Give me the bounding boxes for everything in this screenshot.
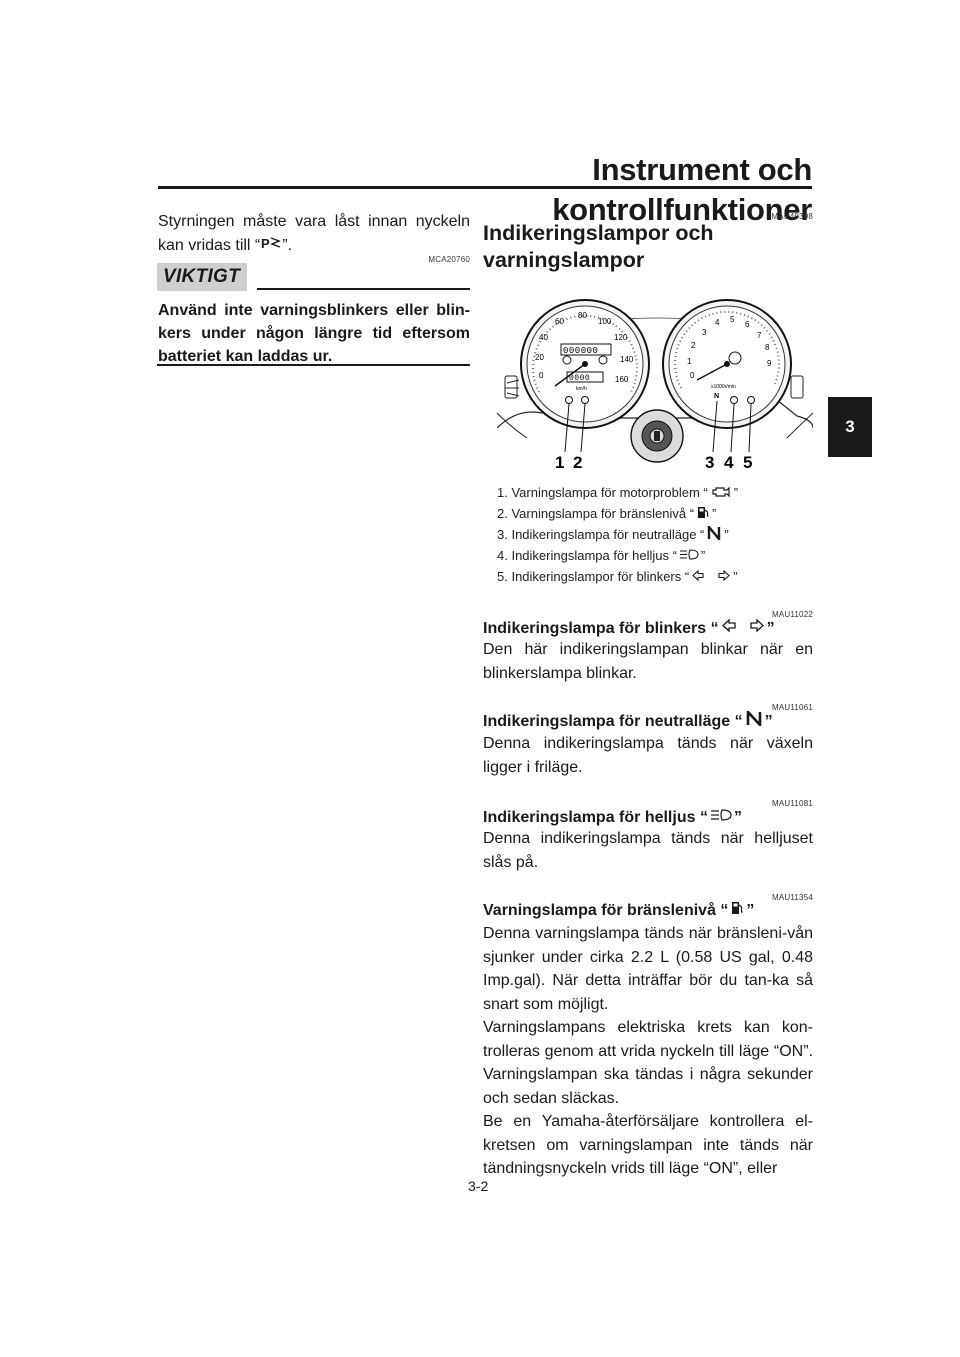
notice-code: MCA20760 xyxy=(428,255,470,264)
high-beam-icon xyxy=(679,548,699,566)
tacho-tick-3: 3 xyxy=(702,328,707,337)
block-1-heading: Indikeringslampa för blinkers “” xyxy=(483,618,813,640)
intro-line-2-prefix: kan vridas till “ xyxy=(158,236,261,254)
speedo-tick-60: 60 xyxy=(555,317,564,326)
block-4-body: Denna varningslampa tänds när bränsleni-… xyxy=(483,922,813,1181)
neutral-n-icon xyxy=(745,708,763,733)
intro-paragraph: Styrningen måste vara låst innan nyckeln… xyxy=(158,210,470,257)
speedo-unit: km/h xyxy=(576,386,587,392)
tacho-tick-8: 8 xyxy=(765,343,770,352)
section-code: MAU49398 xyxy=(771,212,813,221)
tacho-tick-0: 0 xyxy=(690,371,695,380)
block-1-code: MAU11022 xyxy=(771,610,813,619)
block-4-body-paragraph-3: Be en Yamaha-återförsäljare kontrollera … xyxy=(483,1113,813,1177)
legend-item-4: 4. Indikeringslampa för helljus “” xyxy=(497,547,813,568)
speedo-tick-140: 140 xyxy=(620,355,634,364)
page-title: Instrument och kontrollfunktioner xyxy=(552,152,812,227)
section-title: Indikeringslampor och varningslampor xyxy=(483,220,813,274)
callout-3: 3 xyxy=(705,453,714,472)
legend-item-2: 2. Varningslampa för bränslenivå “” xyxy=(497,505,813,526)
block-3-code: MAU11081 xyxy=(771,799,813,808)
legend-item-1: 1. Varningslampa för motorproblem “” xyxy=(497,484,813,505)
title-divider xyxy=(158,186,812,189)
block-1-body: Den här indikeringslampan blinkar när en… xyxy=(483,641,813,682)
callout-4: 4 xyxy=(724,453,734,472)
legend-item-3: 3. Indikeringslampa för neutralläge “” xyxy=(497,523,813,547)
block-3-heading: Indikeringslampa för helljus “” xyxy=(483,807,813,829)
speedo-tick-100: 100 xyxy=(598,317,612,326)
parking-key-icon: P xyxy=(260,234,282,258)
callout-5: 5 xyxy=(743,453,752,472)
instrument-cluster-illustration: 0 20 40 60 80 100 120 140 160 000000 000… xyxy=(496,288,814,472)
notice-top-rule xyxy=(257,288,470,290)
chapter-tab: 3 xyxy=(828,397,872,457)
block-2-code: MAU11061 xyxy=(771,703,813,712)
notice-label-box xyxy=(157,263,247,291)
block-2-body: Denna indikeringslampa tänds när växeln … xyxy=(483,735,813,776)
tacho-tick-6: 6 xyxy=(745,320,750,329)
tacho-neutral-lamp: N xyxy=(714,393,719,400)
engine-warning-icon xyxy=(710,485,732,503)
notice-bottom-rule xyxy=(157,364,470,366)
callout-2: 2 xyxy=(573,453,582,472)
speedo-tick-80: 80 xyxy=(578,311,587,320)
turn-signal-icon xyxy=(721,618,765,640)
block-4-body-paragraph-2: Varningslampans elektriska krets kan kon… xyxy=(483,1019,813,1107)
tripmeter-display: 0000 xyxy=(569,374,590,383)
tacho-tick-2: 2 xyxy=(691,341,696,350)
tacho-tick-7: 7 xyxy=(757,331,762,340)
figure-legend: 1. Varningslampa för motorproblem “” 2. … xyxy=(497,484,813,589)
legend-item-5: 5. Indikeringslampor för blinkers “” xyxy=(497,568,813,589)
turn-signal-icon xyxy=(691,569,731,587)
speedo-tick-160: 160 xyxy=(615,375,629,384)
odometer-display: 000000 xyxy=(563,346,598,356)
block-3-body: Denna indikeringslampa tänds när helljus… xyxy=(483,830,813,871)
speedo-tick-120: 120 xyxy=(614,333,628,342)
block-4-heading: Varningslampa för bränslenivå “” xyxy=(483,900,813,922)
intro-line-2-suffix: ”. xyxy=(282,236,293,254)
tacho-tick-5: 5 xyxy=(730,315,735,324)
tacho-unit: x1000r/min xyxy=(711,384,736,390)
fuel-pump-icon xyxy=(696,505,710,524)
intro-line-1: Styrningen måste vara låst innan nyckeln xyxy=(158,213,470,230)
svg-text:P: P xyxy=(261,236,270,250)
speedo-tick-40: 40 xyxy=(539,333,548,342)
section-title-line-1: Indikeringslampor och xyxy=(483,221,714,245)
tacho-tick-4: 4 xyxy=(715,318,720,327)
high-beam-icon xyxy=(710,807,732,829)
speedo-tick-20: 20 xyxy=(535,353,544,362)
block-4-code: MAU11354 xyxy=(771,893,813,902)
block-2-heading: Indikeringslampa för neutralläge “” xyxy=(483,708,813,733)
intro-line-2: kan vridas till “P ”. xyxy=(158,234,470,258)
section-title-line-2: varningslampor xyxy=(483,248,645,272)
neutral-n-icon xyxy=(706,523,722,545)
notice-label: VIKTIGT xyxy=(163,266,241,287)
fuel-pump-icon xyxy=(730,900,744,922)
page-number: 3-2 xyxy=(468,1178,489,1194)
callout-1: 1 xyxy=(555,453,564,472)
tacho-tick-9: 9 xyxy=(767,359,772,368)
speedo-tick-0: 0 xyxy=(539,371,544,380)
notice-body: Använd inte varningsblinkers eller blin-… xyxy=(158,302,470,365)
block-4-body-paragraph-1: Denna varningslampa tänds när bränsleni-… xyxy=(483,925,813,1013)
tacho-tick-1: 1 xyxy=(687,357,692,366)
